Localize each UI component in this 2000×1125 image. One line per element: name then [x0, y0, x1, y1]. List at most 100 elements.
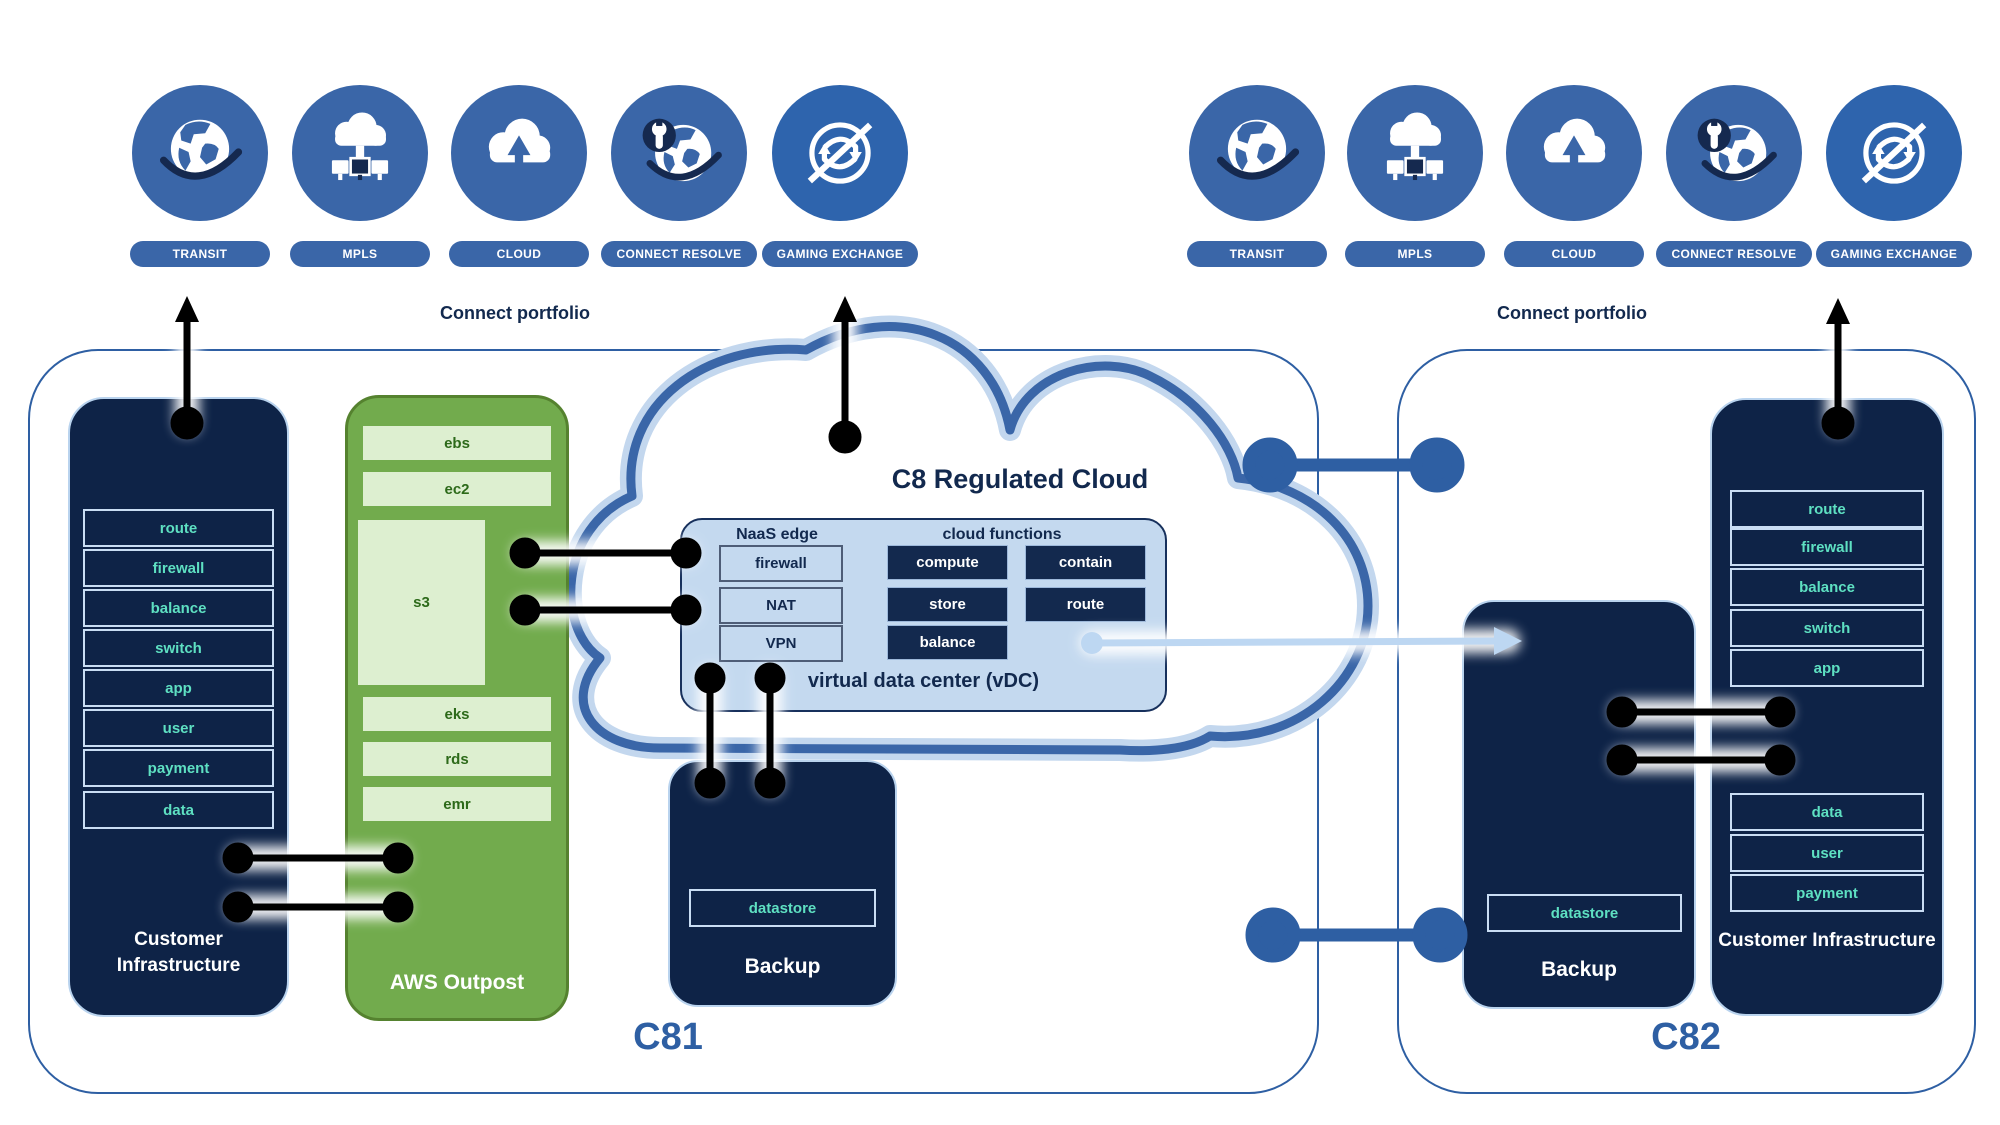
aws-item-s3: s3	[358, 520, 485, 685]
ci-item-label: firewall	[152, 559, 205, 577]
portfolio-node-connect-resolve-right: CONNECT RESOLVE	[1649, 85, 1819, 267]
aws-item-label: ebs	[444, 434, 470, 452]
aws-item-label: emr	[443, 795, 471, 813]
ci-item-label: balance	[1799, 578, 1855, 596]
ci-item-label: route	[1808, 500, 1846, 518]
c81-aws-outpost-box: ebs ec2 s3 eks rds emr AWS Outpost	[345, 395, 569, 1021]
c81-backup-box: datastore Backup	[668, 760, 897, 1007]
cloud-function-label: compute	[916, 554, 979, 571]
naas-item: VPN	[719, 625, 843, 662]
ci-item-label: data	[1811, 803, 1843, 821]
aws-item: ebs	[363, 426, 551, 460]
portfolio-pill: CLOUD	[449, 241, 589, 267]
cloud-function-label: route	[1066, 596, 1105, 613]
ci-item: app	[83, 669, 274, 707]
portfolio-node-gaming-exchange-right: GAMING EXCHANGE	[1809, 85, 1979, 267]
naas-item: firewall	[719, 545, 843, 582]
ci-item-label: firewall	[1801, 538, 1853, 556]
zone-c82-label: C82	[1651, 1016, 1721, 1058]
datastore-label: datastore	[748, 899, 817, 917]
naas-item: NAT	[719, 587, 843, 624]
aws-item: ec2	[363, 472, 551, 506]
cloud-function-label: contain	[1058, 554, 1113, 571]
portfolio-node-mpls-left: MPLS	[275, 85, 445, 267]
ci-item: data	[1730, 793, 1924, 831]
cloud-function-item: contain	[1025, 545, 1146, 580]
cloud-function-item: store	[887, 587, 1008, 622]
cloud-network-icon	[1347, 85, 1483, 221]
gaming-exchange-icon	[772, 85, 908, 221]
portfolio-pill: CLOUD	[1504, 241, 1644, 267]
datastore-label: datastore	[1550, 904, 1619, 922]
cloud-function-label: store	[929, 596, 966, 613]
ci-item: balance	[83, 589, 274, 627]
vdc-box: NaaS edge firewall NAT VPN cloud functio…	[680, 518, 1167, 712]
box-title: Backup	[1541, 958, 1617, 981]
aws-item-label: rds	[445, 750, 469, 768]
box-title: Customer Infrastructure	[116, 929, 241, 976]
ci-item: payment	[83, 749, 274, 787]
ci-item-label: route	[159, 519, 198, 537]
gaming-exchange-icon	[1826, 85, 1962, 221]
cloud-function-item: balance	[887, 625, 1008, 660]
cloud-upload-icon	[451, 85, 587, 221]
portfolio-pill: MPLS	[1345, 241, 1485, 267]
aws-item-label: s3	[413, 594, 430, 611]
box-title: Customer Infrastructure	[1718, 930, 1936, 951]
ci-item-label: balance	[150, 599, 207, 617]
ci-item: route	[83, 509, 274, 547]
c82-backup-box: datastore Backup	[1462, 600, 1696, 1009]
ci-item: switch	[83, 629, 274, 667]
ci-item-label: switch	[1803, 619, 1851, 637]
portfolio-node-connect-resolve-left: CONNECT RESOLVE	[594, 85, 764, 267]
portfolio-node-gaming-exchange-left: GAMING EXCHANGE	[755, 85, 925, 267]
aws-item: eks	[363, 697, 551, 731]
cloud-function-label: balance	[919, 634, 976, 651]
portfolio-pill: CONNECT RESOLVE	[601, 241, 757, 267]
ci-item-label: user	[1811, 844, 1843, 862]
datastore-item: datastore	[689, 889, 876, 927]
portfolio-node-transit-left: TRANSIT	[115, 85, 285, 267]
aws-item-label: ec2	[444, 480, 470, 498]
zone-c82	[1397, 349, 1976, 1094]
portfolio-pill: GAMING EXCHANGE	[1815, 241, 1973, 267]
ci-item-label: data	[163, 801, 194, 819]
globe-wrench-icon	[1666, 85, 1802, 221]
ci-item: firewall	[83, 549, 274, 587]
globe-transit-icon	[1189, 85, 1325, 221]
ci-item: switch	[1730, 609, 1924, 647]
ci-item: user	[1730, 834, 1924, 872]
vdc-footer-label: virtual data center (vDC)	[807, 670, 1040, 692]
aws-item-label: eks	[444, 705, 470, 723]
ci-item: user	[83, 709, 274, 747]
cloud-function-item: route	[1025, 587, 1146, 622]
portfolio-node-mpls-right: MPLS	[1330, 85, 1500, 267]
zone-c81-label: C81	[633, 1016, 703, 1058]
cloud-title: C8 Regulated Cloud	[891, 464, 1149, 494]
ci-item-label: app	[1813, 659, 1841, 677]
portfolio-node-transit-right: TRANSIT	[1172, 85, 1342, 267]
naas-item-label: NAT	[766, 597, 796, 614]
ci-item: route	[1730, 490, 1924, 528]
naas-item-label: firewall	[755, 555, 807, 572]
portfolio-pill: GAMING EXCHANGE	[761, 241, 919, 267]
ci-item: app	[1730, 649, 1924, 687]
portfolio-node-cloud-right: CLOUD	[1489, 85, 1659, 267]
ci-item-label: app	[165, 679, 192, 697]
globe-wrench-icon	[611, 85, 747, 221]
aws-item: emr	[363, 787, 551, 821]
connect-portfolio-label-right: Connect portfolio	[1497, 303, 1647, 323]
portfolio-pill: CONNECT RESOLVE	[1656, 241, 1812, 267]
cloud-upload-icon	[1506, 85, 1642, 221]
c82-customer-infrastructure-box: route firewall balance switch app data u…	[1710, 398, 1944, 1016]
datastore-item: datastore	[1487, 894, 1682, 932]
portfolio-node-cloud-left: CLOUD	[434, 85, 604, 267]
ci-item: payment	[1730, 874, 1924, 912]
ci-item-label: user	[162, 719, 195, 737]
globe-transit-icon	[132, 85, 268, 221]
naas-edge-label: NaaS edge	[736, 526, 818, 543]
box-title: AWS Outpost	[389, 971, 525, 994]
ci-item-label: payment	[1796, 884, 1858, 902]
portfolio-pill: TRANSIT	[130, 241, 270, 267]
